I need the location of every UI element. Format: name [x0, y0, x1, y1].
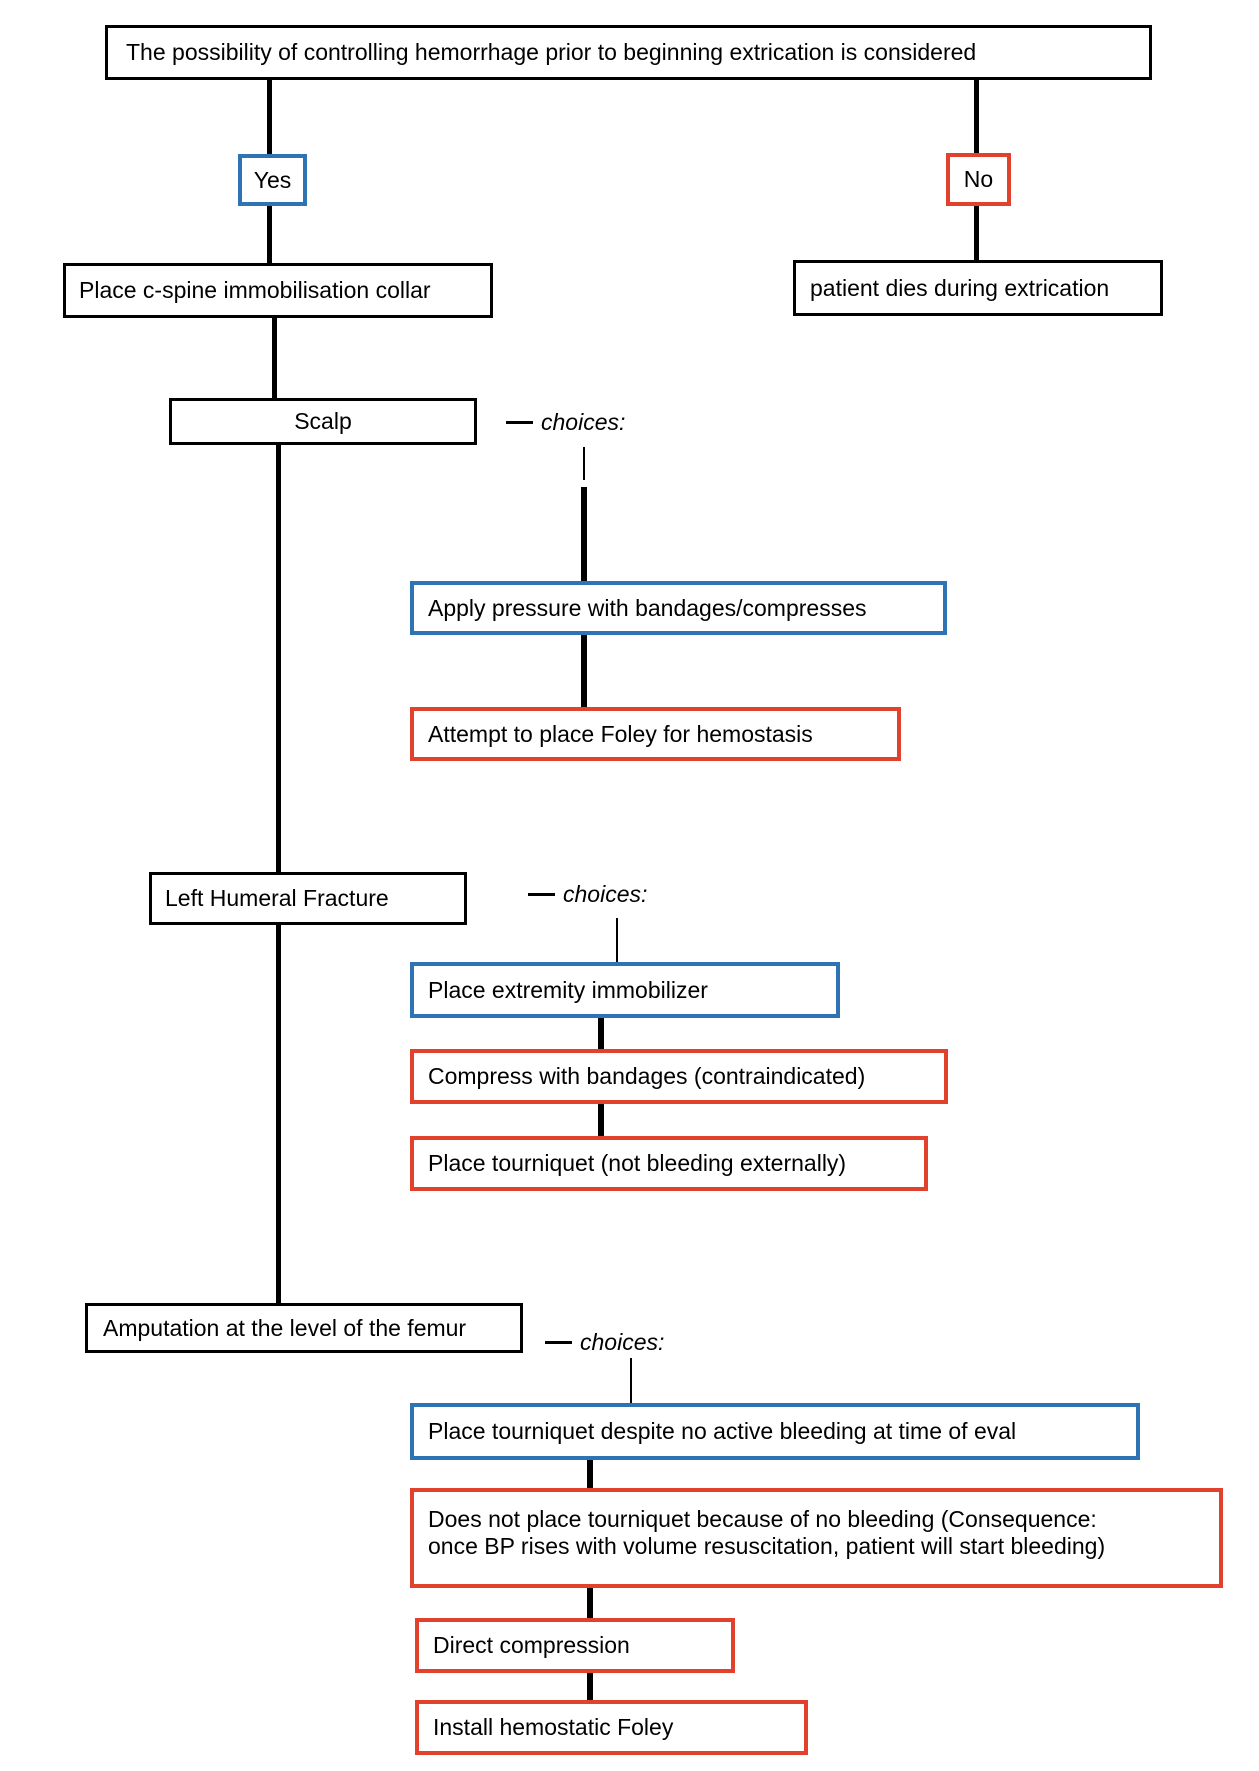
choices-dash — [528, 892, 555, 896]
node-extremity-immobilizer: Place extremity immobilizer — [410, 962, 840, 1018]
edge-apply-foley — [581, 635, 587, 707]
edge-immobilizer-compress — [598, 1018, 604, 1049]
choices-label-femur: choices: — [545, 1324, 664, 1360]
edge-cspine-scalp — [272, 318, 277, 398]
edge-yes-cspine — [267, 206, 272, 263]
node-patient-dies: patient dies during extrication — [793, 260, 1163, 316]
node-tourniquet-no-external-bleeding: Place tourniquet (not bleeding externall… — [410, 1136, 928, 1191]
edge-tourniquet-no-tourniquet — [587, 1460, 593, 1488]
choices-label-humeral: choices: — [528, 876, 647, 912]
node-femur-amputation: Amputation at the level of the femur — [85, 1303, 523, 1353]
edge-root-yes — [267, 80, 272, 154]
edge-scalp-choices-tail — [583, 447, 585, 480]
choices-text: choices: — [563, 880, 648, 907]
edge-compression-foley — [587, 1673, 593, 1700]
node-attempt-foley: Attempt to place Foley for hemostasis — [410, 707, 901, 761]
edge-humeral-femur — [276, 925, 281, 1303]
choices-dash — [506, 420, 533, 424]
edge-compress-tourniquet — [598, 1104, 604, 1136]
choices-text: choices: — [541, 408, 626, 435]
node-humeral-fracture: Left Humeral Fracture — [149, 872, 467, 925]
node-apply-pressure: Apply pressure with bandages/compresses — [410, 581, 947, 635]
node-install-hemostatic-foley: Install hemostatic Foley — [415, 1700, 808, 1755]
edge-no-patient-dies — [974, 206, 979, 260]
edge-femur-choices-tail — [630, 1358, 632, 1403]
choices-text: choices: — [580, 1328, 665, 1355]
branch-yes: Yes — [238, 154, 307, 206]
node-tourniquet-despite-no-bleeding: Place tourniquet despite no active bleed… — [410, 1403, 1140, 1460]
node-root: The possibility of controlling hemorrhag… — [105, 25, 1152, 80]
choices-label-scalp: choices: — [506, 404, 625, 440]
edge-root-no — [974, 80, 979, 153]
branch-no: No — [946, 153, 1011, 206]
node-direct-compression: Direct compression — [415, 1618, 735, 1673]
node-cspine-collar: Place c-spine immobilisation collar — [63, 263, 493, 318]
node-scalp: Scalp — [169, 398, 477, 445]
node-compress-bandages: Compress with bandages (contraindicated) — [410, 1049, 948, 1104]
edge-no-tourniquet-compression — [587, 1588, 593, 1618]
edge-humeral-choices-tail — [616, 918, 618, 962]
edge-scalp-humeral — [276, 445, 281, 872]
choices-dash — [545, 1340, 572, 1344]
node-no-tourniquet-consequence: Does not place tourniquet because of no … — [410, 1488, 1223, 1588]
edge-choices-apply — [581, 487, 587, 581]
